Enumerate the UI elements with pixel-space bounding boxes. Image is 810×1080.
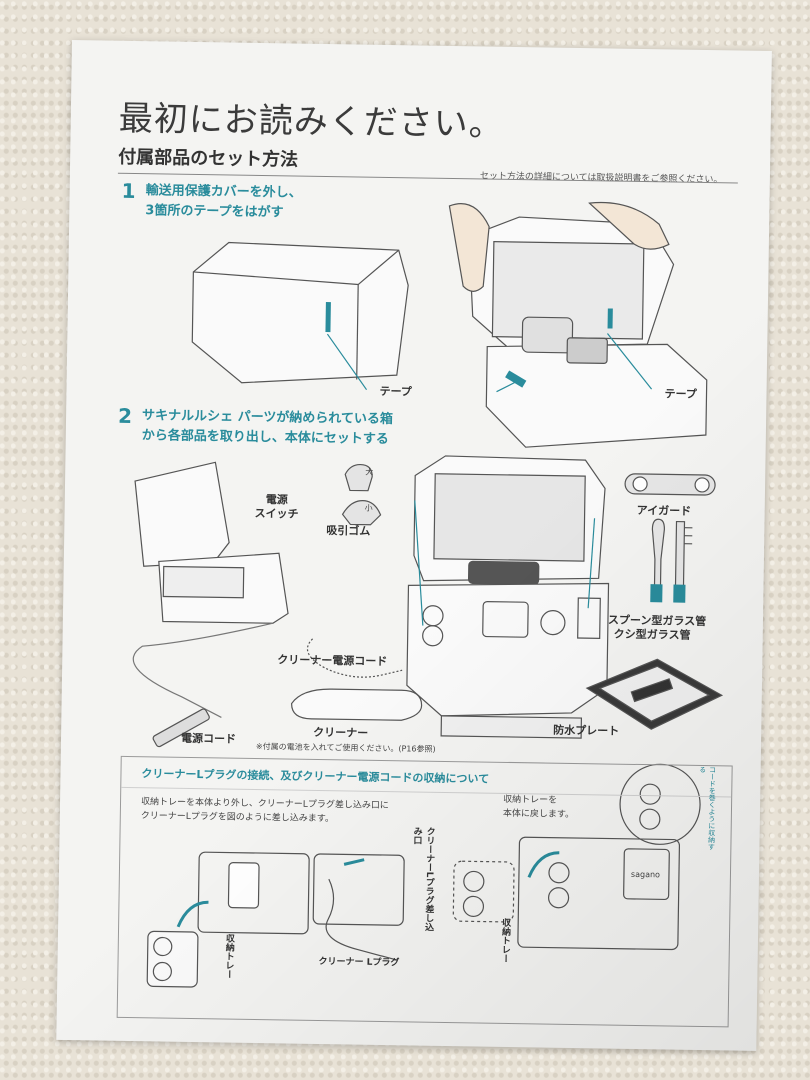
cord-storage-note: コードを巻くように収納する [698, 765, 717, 851]
cleaner-cord-label: クリーナー電源コード [277, 653, 388, 669]
closed-device-illustration [191, 241, 409, 391]
side-device-illustration [132, 461, 289, 748]
step1-number: 1 [121, 178, 136, 204]
cleaner-cord-illustration [306, 638, 403, 678]
l-plug-section: クリーナーLプラグの接続、及びクリーナー電源コードの収納について 収納トレーを本… [116, 755, 733, 1028]
power-cord-label: 電源コード [180, 731, 237, 746]
size-small-label: 小 [364, 503, 373, 513]
suction-rubber-illustration [341, 463, 382, 526]
eye-guard-illustration [624, 473, 716, 496]
spoon-glass-label: スプーン型ガラス管 [607, 613, 707, 629]
l-plug-instructions-right: 収納トレーを 本体に戻します。 [503, 793, 575, 822]
glass-tubes-illustration [650, 518, 693, 603]
eye-guard-label: アイガード [636, 503, 692, 518]
l-plug-label: クリーナー Lプラグ [318, 956, 400, 969]
brand-label: sagano [630, 869, 661, 880]
step2-number: 2 [117, 403, 133, 428]
cleaner-label: クリーナー [313, 725, 369, 740]
cleaner-illustration [291, 688, 423, 721]
storage-tray-illustrations [146, 763, 701, 988]
tray-label-left: 収納トレー [223, 933, 234, 979]
power-switch-label-1: 電源 [265, 493, 288, 507]
waterproof-plate-illustration [585, 658, 724, 730]
step1-text: 輸送用保護カバーを外し、 3箇所のテープをはがす [145, 181, 302, 223]
tray-label-right: 収納トレー [499, 917, 511, 963]
l-plug-instruction-right-2: 本体に戻します。 [502, 808, 575, 820]
l-plug-section-heading: クリーナーLプラグの接続、及びクリーナー電源コードの収納について [141, 767, 490, 786]
step1-line2: 3箇所のテープをはがす [145, 203, 284, 221]
open-device-illustration [448, 201, 708, 448]
size-large-label: 大 [365, 467, 374, 477]
tape-label-right: テープ [664, 387, 697, 401]
comb-glass-label: クシ型ガラス管 [613, 627, 691, 642]
glass-tube-labels: スプーン型ガラス管 クシ型ガラス管 [607, 613, 707, 643]
instruction-sheet: 最初にお読みください。 付属部品のセット方法 セット方法の詳細については取扱説明… [56, 40, 772, 1051]
main-device-illustration [406, 455, 610, 739]
waterproof-plate-label: 防水プレート [553, 723, 620, 738]
plug-inlet-label: クリーナーLプラグ差し込み口 [411, 826, 435, 932]
step1-line1: 輸送用保護カバーを外し、 [145, 183, 302, 201]
power-switch-label-2: スイッチ [254, 506, 299, 521]
power-switch-label: 電源 スイッチ [254, 493, 298, 522]
illustrations [132, 201, 724, 988]
l-plug-instructions-left: 収納トレーを本体より外し、クリーナーLプラグ差し込み口に クリーナーLプラグを図… [141, 795, 389, 827]
l-plug-instruction-right-1: 収納トレーを [503, 794, 558, 806]
page-subtitle: 付属部品のセット方法 [117, 146, 299, 171]
page-title: 最初にお読みください。 [118, 98, 505, 145]
suction-rubber-label: 吸引ゴム [326, 524, 371, 538]
step2-text: サキナルルシェ パーツが納められている箱 から各部品を取り出し、本体にセットする [142, 406, 393, 450]
tape-label-left: テープ [379, 384, 412, 399]
step2-line2: から各部品を取り出し、本体にセットする [141, 428, 389, 448]
